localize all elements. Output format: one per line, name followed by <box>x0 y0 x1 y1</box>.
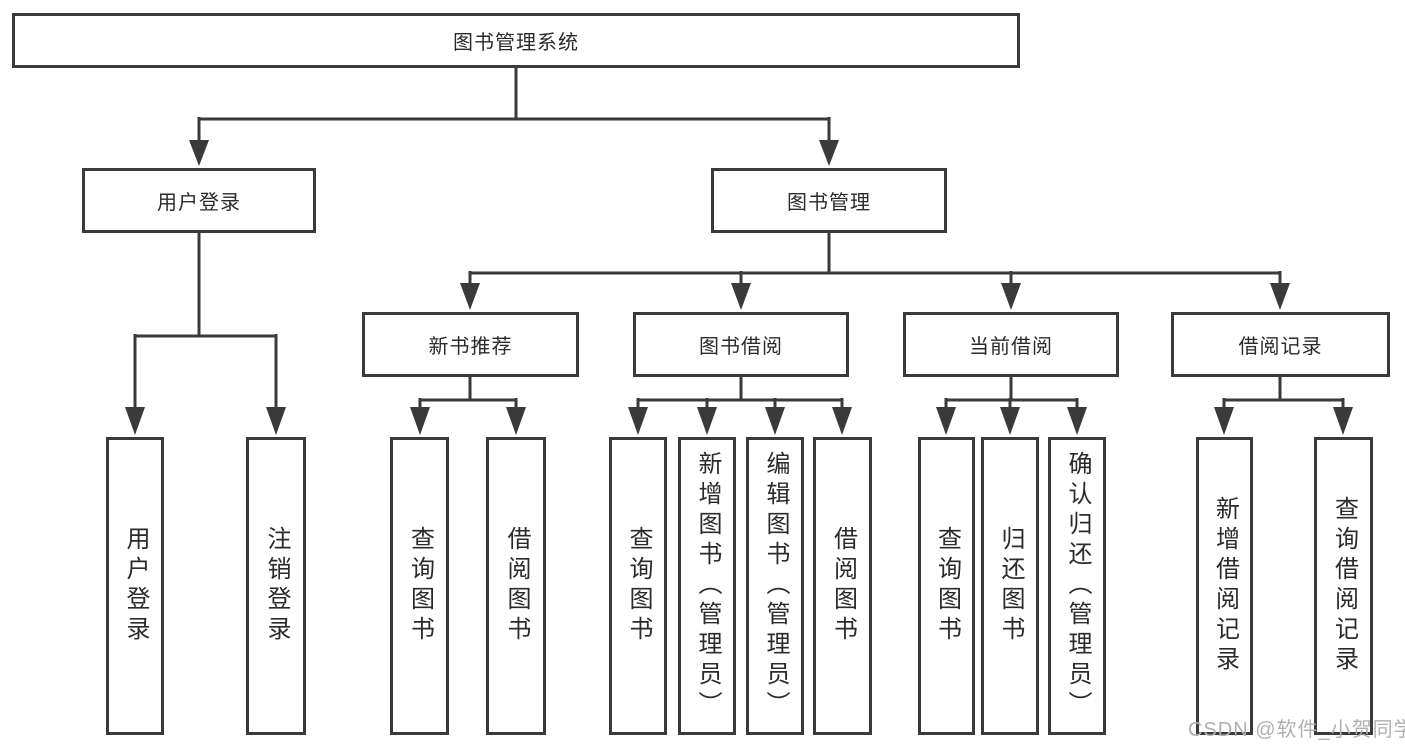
connector-bookborrow-to-leaves <box>628 377 852 435</box>
connector-bookmgmt-to-level3 <box>460 233 1290 310</box>
connector-borrowrecord-to-leaves <box>1214 377 1353 435</box>
connector-userlogin-to-leaves <box>125 233 286 435</box>
node-root-label: 图书管理系统 <box>453 32 579 54</box>
node-user-login-label: 用户登录 <box>157 192 241 214</box>
leaf-edit-book: 编辑图书（管理员） <box>746 437 804 735</box>
node-borrow-record: 借阅记录 <box>1171 312 1390 377</box>
node-book-borrow: 图书借阅 <box>633 312 849 377</box>
node-current-borrow: 当前借阅 <box>903 312 1119 377</box>
leaf-edit-book-label: 编辑图书（管理员） <box>762 451 789 721</box>
leaf-user-login-label: 用户登录 <box>122 526 149 646</box>
node-new-book-rec: 新书推荐 <box>362 312 579 377</box>
node-book-mgmt: 图书管理 <box>711 168 947 233</box>
leaf-query-book-3: 查询图书 <box>918 437 975 735</box>
node-borrow-record-label: 借阅记录 <box>1238 336 1323 358</box>
leaf-confirm-return-label: 确认归还（管理员） <box>1064 451 1091 721</box>
leaf-logout-label: 注销登录 <box>263 526 290 646</box>
leaf-logout: 注销登录 <box>246 437 306 735</box>
connector-currentborrow-to-leaves <box>936 377 1087 435</box>
node-book-borrow-label: 图书借阅 <box>699 336 783 358</box>
leaf-add-record-label: 新增借阅记录 <box>1211 496 1239 676</box>
node-root: 图书管理系统 <box>12 13 1020 68</box>
connector-root-to-level2 <box>189 68 839 166</box>
node-new-book-rec-label: 新书推荐 <box>428 336 513 358</box>
leaf-add-record: 新增借阅记录 <box>1196 437 1253 735</box>
leaf-borrow-book-2-label: 借阅图书 <box>829 526 857 646</box>
leaf-user-login: 用户登录 <box>106 437 164 735</box>
leaf-return-book: 归还图书 <box>981 437 1039 735</box>
leaf-query-book-3-label: 查询图书 <box>933 526 961 646</box>
leaf-query-book-1: 查询图书 <box>390 437 449 735</box>
leaf-borrow-book-1-label: 借阅图书 <box>503 526 530 646</box>
leaf-query-book-1-label: 查询图书 <box>406 526 434 646</box>
node-current-borrow-label: 当前借阅 <box>969 336 1053 358</box>
node-book-mgmt-label: 图书管理 <box>787 192 871 214</box>
leaf-borrow-book-1: 借阅图书 <box>486 437 546 735</box>
leaf-query-record: 查询借阅记录 <box>1314 437 1373 735</box>
leaf-query-book-2-label: 查询图书 <box>625 526 652 646</box>
leaf-query-book-2: 查询图书 <box>609 437 667 735</box>
leaf-return-book-label: 归还图书 <box>997 526 1024 646</box>
connector-newbookrec-to-leaves <box>410 377 526 435</box>
leaf-query-record-label: 查询借阅记录 <box>1330 496 1358 676</box>
node-user-login: 用户登录 <box>82 168 316 233</box>
leaf-add-book: 新增图书（管理员） <box>678 437 736 735</box>
leaf-confirm-return: 确认归还（管理员） <box>1048 437 1106 735</box>
leaf-add-book-label: 新增图书（管理员） <box>694 451 721 721</box>
leaf-borrow-book-2: 借阅图书 <box>813 437 872 735</box>
csdn-watermark: CSDN @软件_小贺同学 <box>1188 719 1405 741</box>
